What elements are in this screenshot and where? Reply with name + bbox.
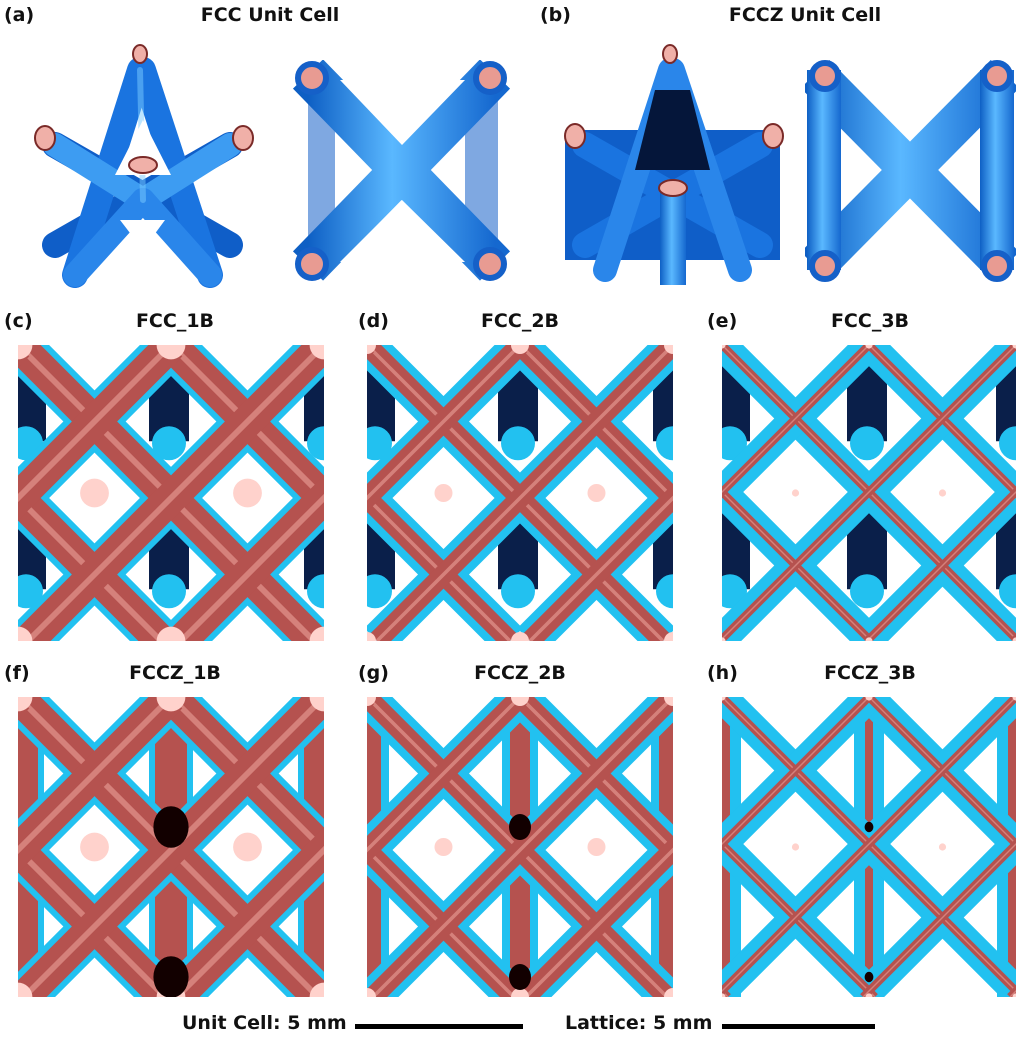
fccz-unit-cell-front-image xyxy=(805,60,1016,282)
fccz-1b-lattice-image xyxy=(18,697,324,997)
panel-label-e: (e) xyxy=(707,310,738,332)
panel-label-c: (c) xyxy=(4,310,33,332)
panel-title-c: FCC_1B xyxy=(135,310,215,332)
panel-label-f: (f) xyxy=(4,662,30,684)
unit-cell-scale-bar xyxy=(355,1024,523,1029)
fcc-1b-lattice-image xyxy=(18,345,324,641)
fccz-2b-lattice-image xyxy=(367,697,673,997)
fccz-3b-lattice-image xyxy=(722,697,1016,997)
panel-title-h: FCCZ_3B xyxy=(824,662,916,684)
fccz-unit-cell-iso-image xyxy=(564,44,784,285)
panel-title-e: FCC_3B xyxy=(830,310,910,332)
panel-title-d: FCC_2B xyxy=(480,310,560,332)
fcc-unit-cell-iso-image xyxy=(34,44,254,288)
fcc-2b-lattice-image xyxy=(367,345,673,641)
panel-label-g: (g) xyxy=(358,662,389,684)
fcc-unit-cell-front-image xyxy=(292,60,511,281)
unit-cell-scale-label: Unit Cell: 5 mm xyxy=(182,1012,347,1034)
panel-title-a: FCC Unit Cell xyxy=(200,4,340,26)
lattice-scale-bar xyxy=(722,1024,875,1029)
fcc-3b-lattice-image xyxy=(722,345,1016,641)
panel-title-g: FCCZ_2B xyxy=(474,662,566,684)
panel-label-a: (a) xyxy=(4,4,35,26)
lattice-scale-label: Lattice: 5 mm xyxy=(565,1012,713,1034)
panel-title-b: FCCZ Unit Cell xyxy=(728,4,882,26)
panel-title-f: FCCZ_1B xyxy=(129,662,221,684)
panel-label-d: (d) xyxy=(358,310,389,332)
panel-label-b: (b) xyxy=(540,4,571,26)
panel-label-h: (h) xyxy=(707,662,738,684)
